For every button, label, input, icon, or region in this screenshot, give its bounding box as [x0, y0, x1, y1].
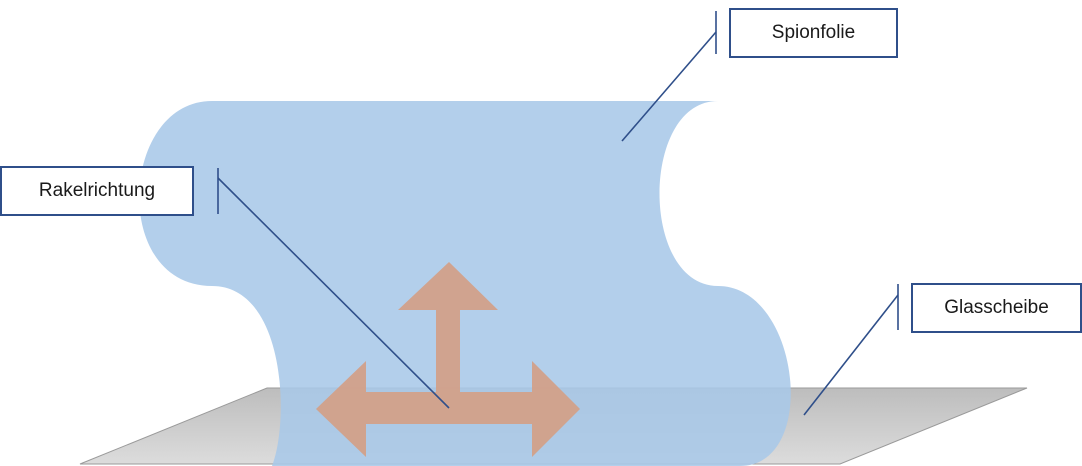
- label-film-text: Spionfolie: [771, 22, 856, 43]
- callout-line-film: [621, 31, 717, 142]
- callout-line-squeegee: [217, 177, 450, 409]
- label-glass-pane: Glasscheibe: [911, 283, 1082, 333]
- arrow-up-icon: [398, 262, 498, 392]
- callout-line-glass: [803, 294, 899, 416]
- label-squeegee-direction-text: Rakelrichtung: [38, 180, 156, 201]
- callout-lines: [217, 11, 899, 416]
- label-film: Spionfolie: [729, 8, 898, 58]
- arrow-left-right-icon: [316, 361, 580, 457]
- label-squeegee-direction: Rakelrichtung: [0, 166, 194, 216]
- squeegee-direction-arrows: [316, 262, 580, 457]
- label-glass-pane-text: Glasscheibe: [944, 297, 1049, 318]
